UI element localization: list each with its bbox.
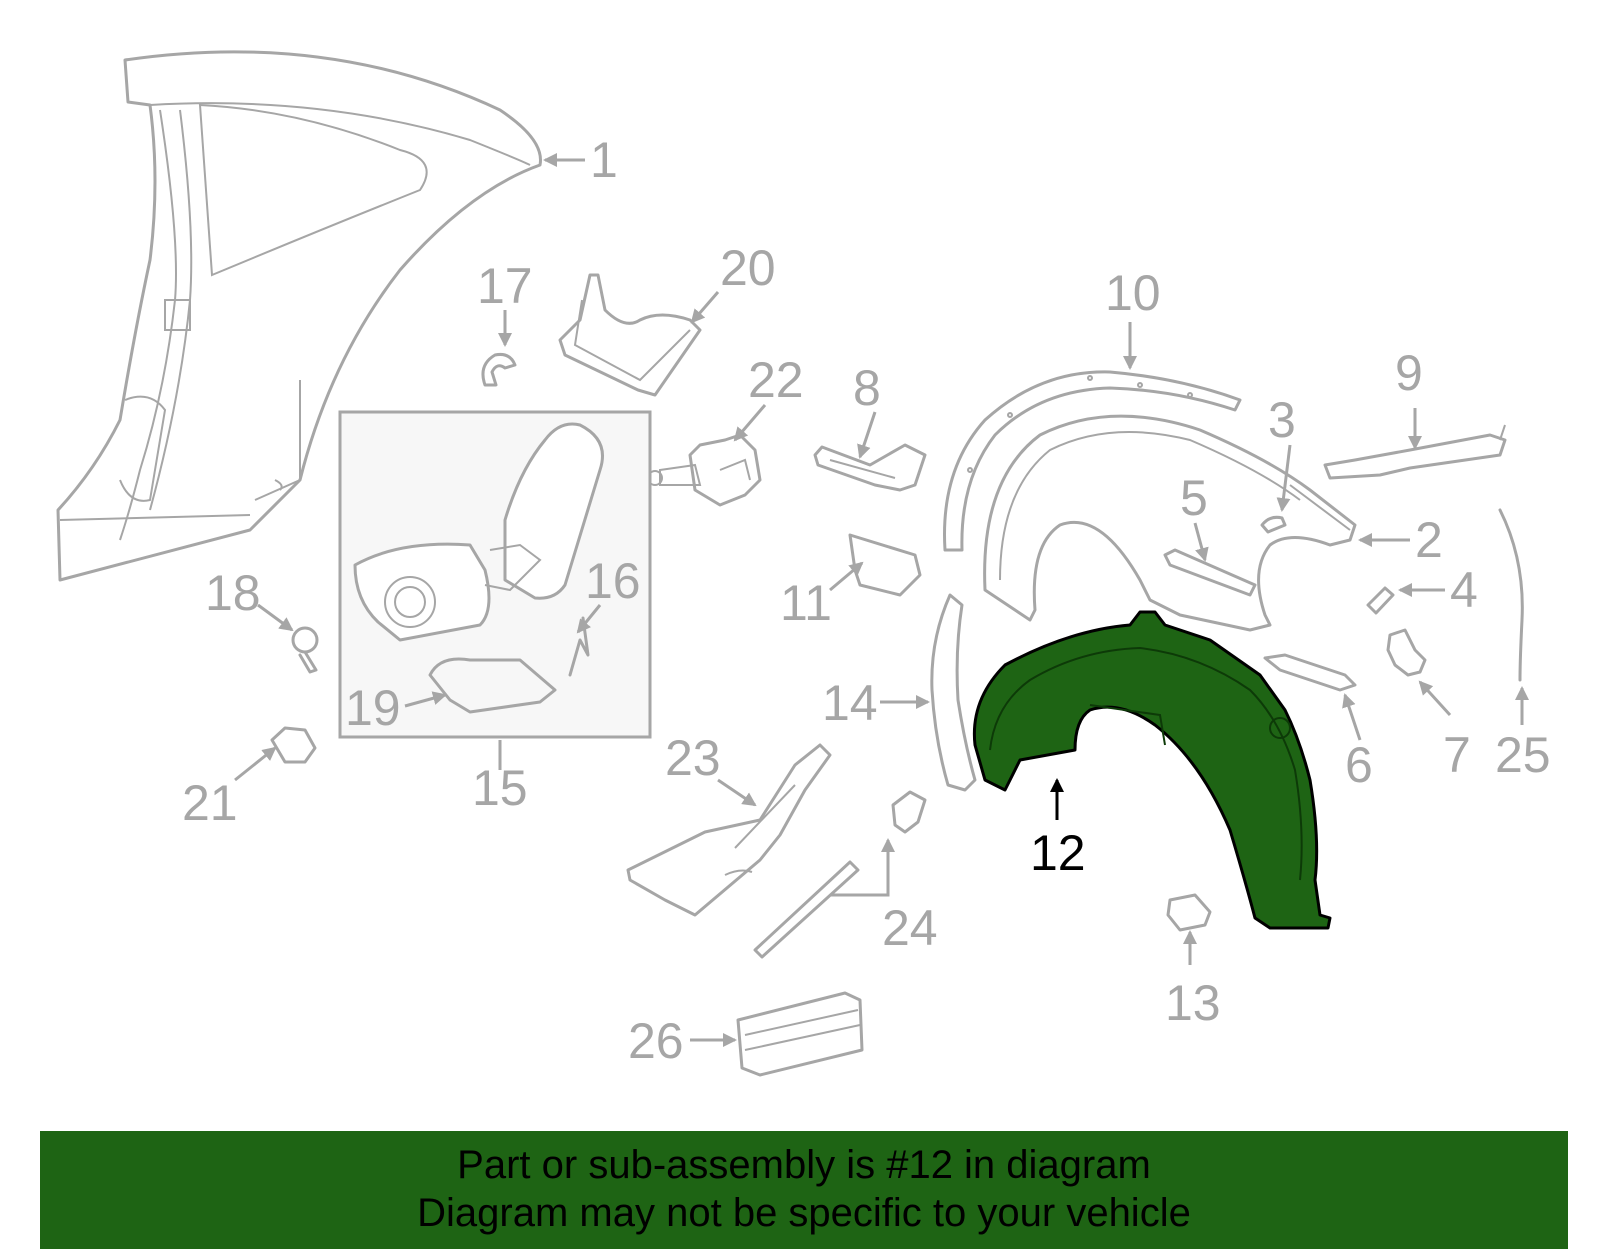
part-21-cap: 21 (182, 726, 317, 831)
part-23-bracket: 23 (626, 730, 832, 917)
callout-24-label: 24 (882, 900, 938, 956)
part-18-screw: 18 (205, 565, 319, 674)
callout-23-label: 23 (665, 730, 721, 786)
part-2-wheelhouse-outer: 2 (983, 414, 1443, 632)
part-7-fastener: 7 (1386, 628, 1471, 783)
part-13-clip: 13 (1165, 893, 1221, 1031)
part-24-rod-connector: 24 (753, 790, 938, 959)
callout-11-label: 11 (780, 575, 832, 631)
parts-diagram: 1 17 20 22 8 11 (56, 50, 1551, 1077)
callout-10-label: 10 (1105, 265, 1161, 321)
part-15-fuel-door-assembly: 15 16 19 (338, 410, 652, 816)
callout-16-label: 16 (585, 553, 641, 609)
part-1-quarter-panel (56, 50, 542, 582)
callout-20-label: 20 (720, 240, 776, 296)
callout-1-label: 1 (590, 132, 618, 188)
callout-2-label: 2 (1415, 512, 1443, 568)
part-5-bracket: 5 (1163, 470, 1257, 597)
callout-14-label: 14 (822, 675, 878, 731)
part-11-pad: 11 (780, 533, 922, 631)
part-10-molding: 10 (943, 265, 1242, 552)
part-3-clip: 3 (1260, 392, 1296, 534)
part-4-clip: 4 (1366, 562, 1478, 618)
callout-17-label: 17 (477, 258, 533, 314)
banner-line-2: Diagram may not be specific to your vehi… (417, 1191, 1191, 1235)
callout-9-label: 9 (1395, 345, 1423, 401)
info-banner: Part or sub-assembly is #12 in diagram D… (40, 1131, 1568, 1249)
callout-8-label: 8 (853, 360, 881, 416)
part-26-pad: 26 (628, 991, 864, 1077)
callout-6-label: 6 (1345, 737, 1373, 793)
callout-5-label: 5 (1180, 470, 1208, 526)
callout-15-label: 15 (472, 760, 528, 816)
part-17-clip: 17 (477, 258, 533, 387)
callout-12-label: 12 (1030, 825, 1086, 881)
part-22-actuator: 22 (647, 352, 804, 507)
callout-21-label: 21 (182, 775, 238, 831)
part-20-bracket: 20 (558, 240, 776, 397)
callout-3-label: 3 (1268, 392, 1296, 448)
callout-1: 1 (543, 132, 618, 188)
part-6-bracket: 6 (1263, 653, 1373, 793)
part-12-wheelhouse-liner (972, 610, 1332, 930)
callout-4-label: 4 (1450, 562, 1478, 618)
callout-12: 12 (1030, 778, 1086, 881)
callout-19-label: 19 (345, 680, 401, 736)
part-8-bracket: 8 (813, 360, 927, 492)
part-25-weatherstrip: 25 (1495, 508, 1551, 783)
banner-line-1: Part or sub-assembly is #12 in diagram (457, 1143, 1151, 1187)
callout-7-label: 7 (1443, 727, 1471, 783)
callout-18-label: 18 (205, 565, 261, 621)
callout-22-label: 22 (748, 352, 804, 408)
part-14-seal: 14 (822, 593, 977, 792)
callout-25-label: 25 (1495, 727, 1551, 783)
callout-26-label: 26 (628, 1013, 684, 1069)
callout-13-label: 13 (1165, 975, 1221, 1031)
part-9-brace: 9 (1323, 345, 1507, 480)
